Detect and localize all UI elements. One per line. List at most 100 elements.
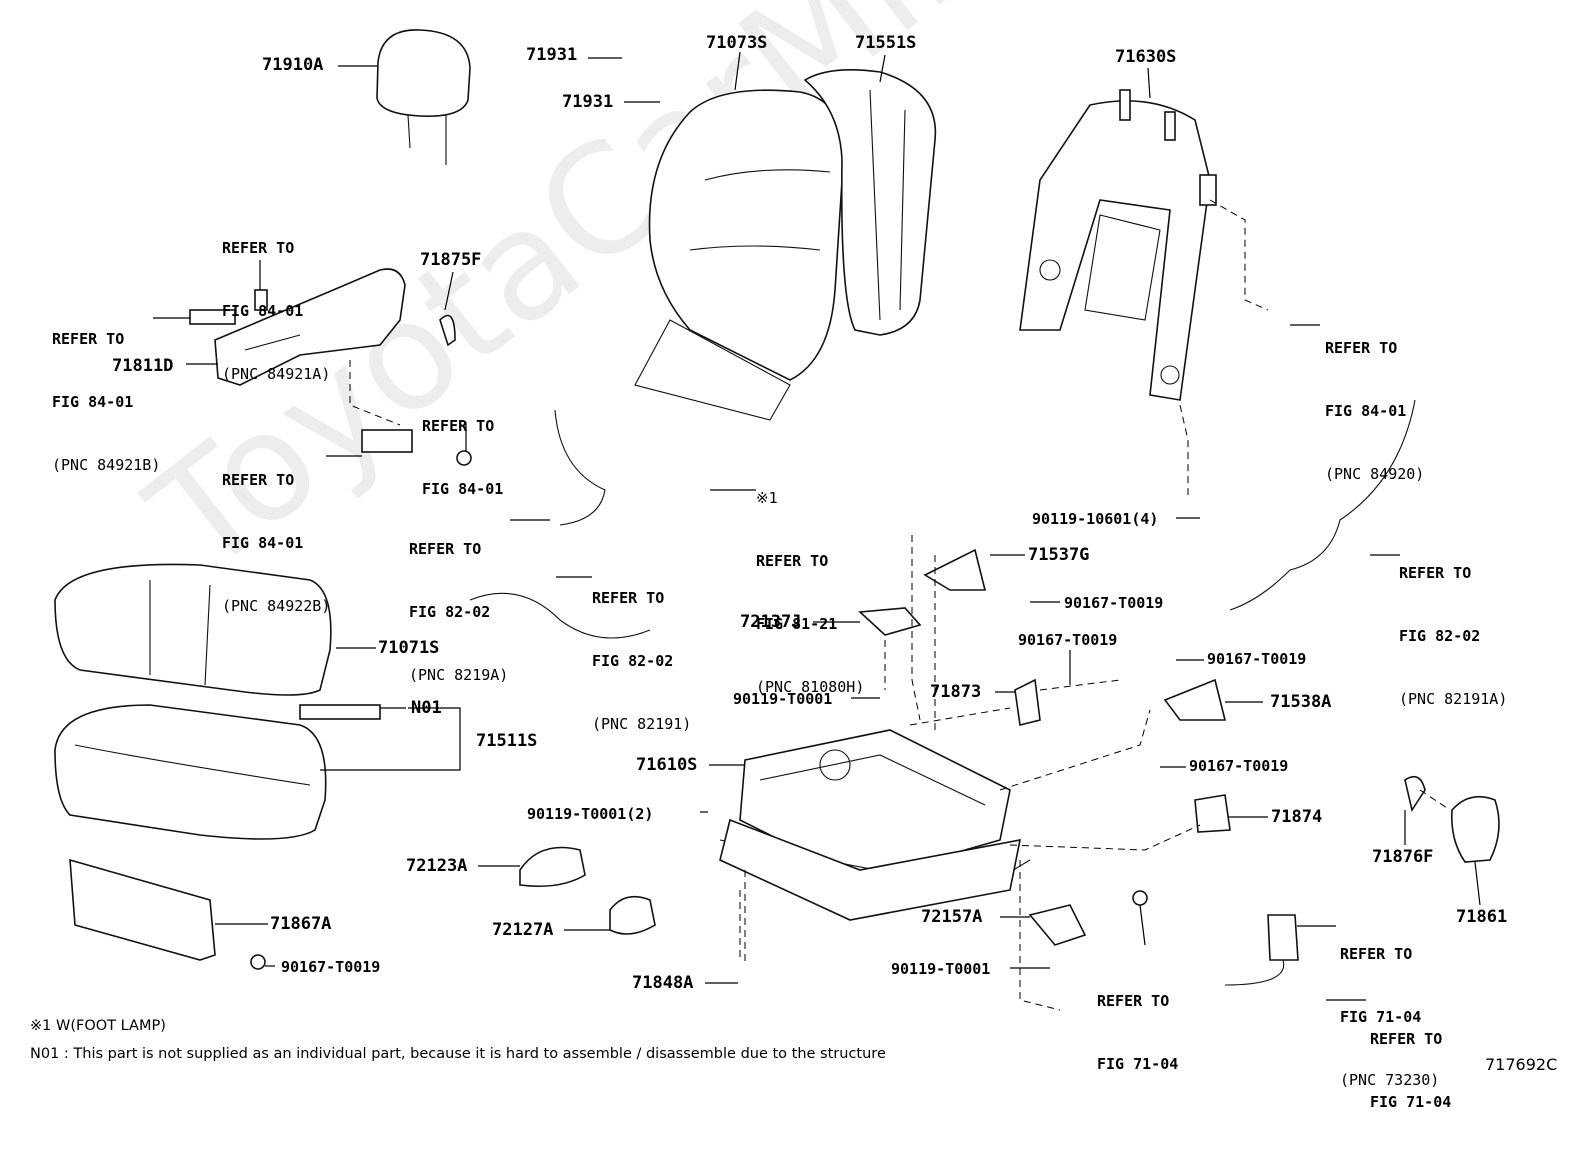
knob-71861-drawing bbox=[1450, 795, 1500, 863]
label-71861: 71861 bbox=[1456, 907, 1508, 927]
refer-line: REFER TO bbox=[52, 330, 125, 348]
seatback-pad-drawing bbox=[803, 68, 937, 336]
code-90167-t0019-e: 90167-T0019 bbox=[281, 958, 381, 976]
refer-to-71-04-b[interactable]: REFER TO FIG 71-04 bbox=[1370, 987, 1451, 1155]
refer-pnc: (PNC 84920) bbox=[1325, 465, 1425, 483]
refer-to-84921a[interactable]: REFER TO FIG 84-01 (PNC 84921A) bbox=[222, 196, 330, 427]
label-71511s: 71511S bbox=[476, 731, 538, 751]
bracket-71537g-drawing bbox=[923, 548, 987, 591]
cover-72157a-drawing bbox=[1028, 904, 1087, 946]
footnote-foot-lamp: ※1 W(FOOT LAMP) bbox=[30, 1018, 166, 1034]
label-71071s: 71071S bbox=[378, 638, 440, 658]
refer-line: REFER TO bbox=[1325, 339, 1398, 357]
label-71876f: 71876F bbox=[1372, 847, 1434, 867]
refer-fig: FIG 81-21 bbox=[756, 615, 838, 633]
refer-to-82191[interactable]: REFER TO FIG 82-02 (PNC 82191) bbox=[592, 546, 691, 777]
label-72123a: 72123A bbox=[406, 856, 468, 876]
figure-id: 717692C bbox=[1485, 1055, 1558, 1074]
wire-harness-82191-drawing bbox=[469, 592, 651, 639]
label-71848a: 71848A bbox=[632, 973, 694, 993]
refer-fig: FIG 71-04 bbox=[1097, 1055, 1179, 1073]
refer-to-84922b[interactable]: REFER TO FIG 84-01 (PNC 84922B) bbox=[222, 428, 330, 659]
refer-fig: FIG 71-04 bbox=[1340, 1008, 1422, 1026]
refer-pnc: (PNC 81080H) bbox=[756, 678, 865, 696]
refer-line: REFER TO bbox=[1097, 992, 1170, 1010]
refer-pnc: (PNC 84921A) bbox=[222, 365, 331, 383]
label-72157a: 72157A bbox=[921, 907, 983, 927]
buckle-wire-drawing bbox=[1224, 959, 1285, 986]
refer-fig: FIG 84-01 bbox=[1325, 402, 1407, 420]
refer-to-82191a[interactable]: REFER TO FIG 82-02 (PNC 82191A) bbox=[1399, 521, 1507, 752]
refer-to-81080h[interactable]: ※1 REFER TO FIG 81-21 (PNC 81080H) bbox=[756, 446, 864, 740]
label-71610s: 71610S bbox=[636, 755, 698, 775]
refer-fig: FIG 84-01 bbox=[52, 393, 134, 411]
headrest-drawing bbox=[376, 29, 471, 165]
seat-adjuster-drawing bbox=[719, 729, 1031, 921]
refer-line: REFER TO bbox=[1399, 564, 1472, 582]
code-90167-t0019-a: 90167-T0019 bbox=[1064, 594, 1164, 612]
refer-line: REFER TO bbox=[1340, 945, 1413, 963]
refer-to-84-01[interactable]: REFER TO FIG 84-01 bbox=[422, 374, 503, 542]
refer-fig: FIG 71-04 bbox=[1370, 1093, 1452, 1111]
code-90119-t0001-c: 90119-T0001 bbox=[891, 960, 991, 978]
refer-to-71-04-a[interactable]: REFER TO FIG 71-04 bbox=[1097, 949, 1178, 1117]
seatback-frame-drawing bbox=[1019, 89, 1217, 401]
refer-line: REFER TO bbox=[222, 471, 295, 489]
seatback-cover-drawing bbox=[634, 89, 845, 421]
cushion-pad-drawing bbox=[54, 704, 381, 840]
label-71873: 71873 bbox=[930, 682, 982, 702]
refer-line: REFER TO bbox=[756, 552, 829, 570]
front-shield-drawing bbox=[69, 858, 216, 961]
refer-note-mark: ※1 bbox=[756, 489, 778, 507]
cushion-cover-drawing bbox=[54, 563, 332, 696]
label-71551s: 71551S bbox=[855, 33, 917, 53]
dashed-lines bbox=[349, 199, 1451, 1011]
label-72137j: 72137J bbox=[740, 612, 802, 632]
refer-pnc: (PNC 84922B) bbox=[222, 597, 331, 615]
label-72127a: 72127A bbox=[492, 920, 554, 940]
leader-lines bbox=[153, 51, 1481, 1001]
refer-pnc: (PNC 73230) bbox=[1340, 1071, 1440, 1089]
cover-71876f-drawing bbox=[1404, 775, 1426, 813]
bracket-71538a-drawing bbox=[1163, 678, 1227, 721]
clip-drawing bbox=[1132, 890, 1148, 906]
refer-pnc: (PNC 82191) bbox=[592, 715, 692, 733]
refer-pnc: (PNC 8219A) bbox=[409, 666, 509, 684]
buckle-drawing bbox=[1267, 914, 1299, 961]
cover-72127a-drawing bbox=[609, 895, 656, 935]
label-71931-top: 71931 bbox=[526, 45, 578, 65]
label-71875f: 71875F bbox=[420, 250, 482, 270]
refer-fig: FIG 84-01 bbox=[422, 480, 504, 498]
refer-line: REFER TO bbox=[1370, 1030, 1443, 1048]
refer-to-84921b[interactable]: REFER TO FIG 84-01 (PNC 84921B) bbox=[52, 287, 160, 518]
parts-drawing bbox=[54, 29, 1500, 1011]
refer-pnc: (PNC 82191A) bbox=[1399, 690, 1508, 708]
cover-72137j-drawing bbox=[858, 607, 922, 636]
refer-to-73230[interactable]: REFER TO FIG 71-04 (PNC 73230) bbox=[1340, 902, 1439, 1133]
hook-71873-drawing bbox=[1014, 678, 1041, 726]
screw-drawing bbox=[250, 954, 266, 970]
refer-fig: FIG 82-02 bbox=[1399, 627, 1481, 645]
code-90119-t0001-b: 90119-T0001(2) bbox=[527, 805, 654, 823]
refer-to-8219a[interactable]: REFER TO FIG 82-02 (PNC 8219A) bbox=[409, 497, 508, 728]
label-71931-bottom: 71931 bbox=[562, 92, 614, 112]
wire-harness-82191a-drawing bbox=[1229, 399, 1416, 611]
hook-71874-drawing bbox=[1194, 794, 1231, 833]
label-71537g: 71537G bbox=[1028, 545, 1090, 565]
refer-fig: FIG 84-01 bbox=[222, 302, 304, 320]
label-n01: N01 bbox=[411, 698, 442, 718]
refer-fig: FIG 82-02 bbox=[592, 652, 674, 670]
code-90167-t0019-b: 90167-T0019 bbox=[1018, 631, 1118, 649]
refer-pnc: (PNC 84921B) bbox=[52, 456, 161, 474]
label-71874: 71874 bbox=[1271, 807, 1323, 827]
refer-line: REFER TO bbox=[222, 239, 295, 257]
label-71538a: 71538A bbox=[1270, 692, 1332, 712]
footnote-n01: N01 : This part is not supplied as an in… bbox=[30, 1046, 886, 1062]
refer-line: REFER TO bbox=[409, 540, 482, 558]
label-71867a: 71867A bbox=[270, 914, 332, 934]
code-90167-t0019-c: 90167-T0019 bbox=[1207, 650, 1307, 668]
code-90119-t0001-a: 90119-T0001 bbox=[733, 690, 833, 708]
cover-72123a-drawing bbox=[519, 846, 586, 888]
refer-to-84920[interactable]: REFER TO FIG 84-01 (PNC 84920) bbox=[1325, 296, 1424, 527]
side-cover-drawing bbox=[189, 268, 472, 466]
